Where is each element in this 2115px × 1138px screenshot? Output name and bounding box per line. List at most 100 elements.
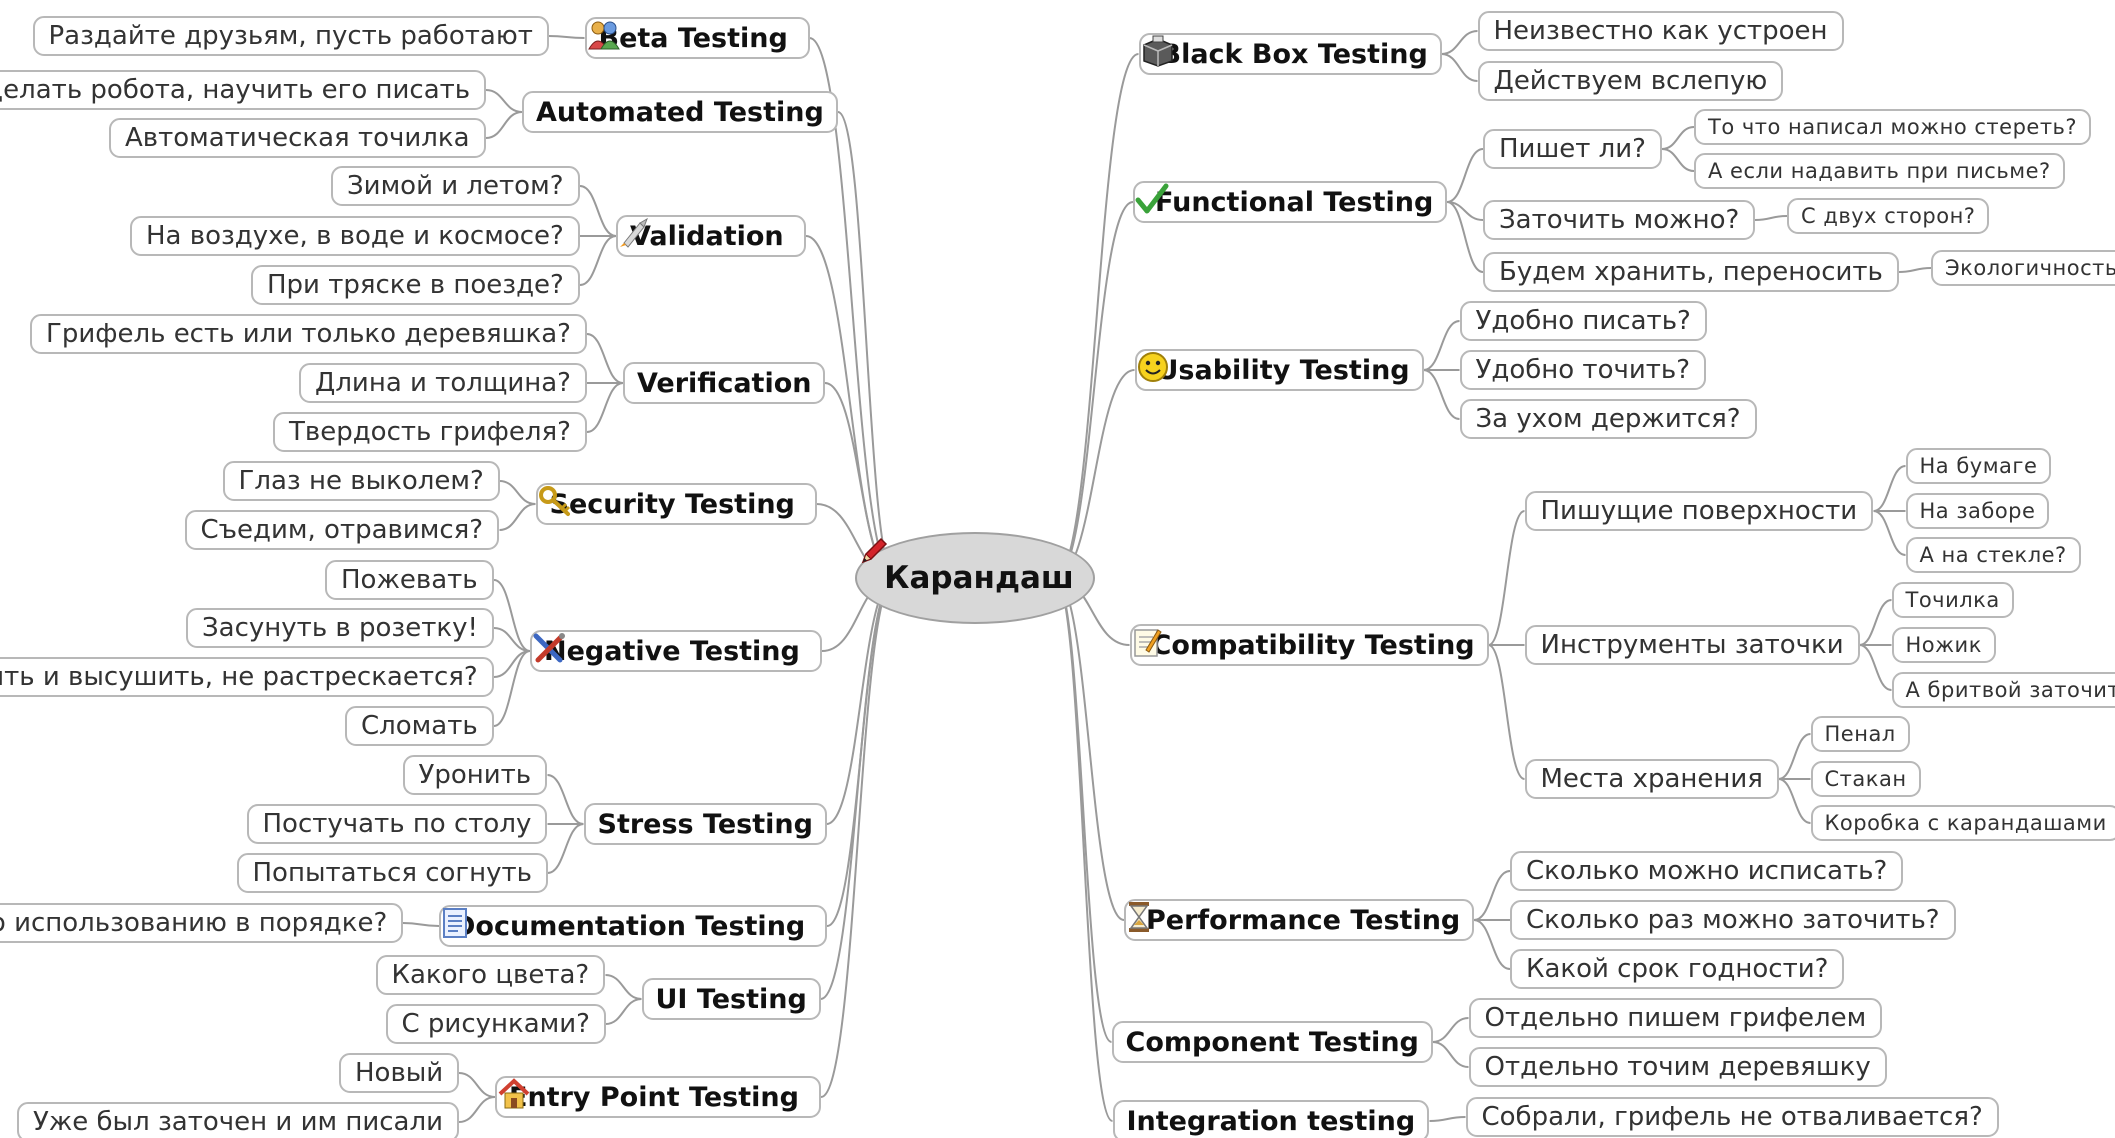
leaf-validation-1[interactable]: На воздухе, в воде и космосе? [130, 216, 580, 256]
leaf-compatibility-0[interactable]: Пишущие поверхности [1524, 491, 1874, 531]
connector-leaf-functional-2 [1446, 201, 1484, 273]
subleaf-compatibility-1-1[interactable]: Ножик [1891, 627, 1996, 663]
connector-leaf-performance-2 [1473, 919, 1511, 970]
branch-stress[interactable]: Stress Testing [583, 803, 827, 845]
leaf-validation-0-label: Зимой и летом? [347, 171, 564, 201]
leaf-documentation-0[interactable]: я по использованию в порядке? [0, 903, 404, 943]
branch-verification[interactable]: Verification [623, 362, 826, 404]
leaf-performance-2[interactable]: Какой срок годности? [1510, 949, 1845, 989]
branch-blackbox-label: Black Box Testing [1160, 38, 1428, 70]
leaf-stress-1[interactable]: Постучать по столу [246, 804, 548, 844]
branch-component[interactable]: Component Testing [1111, 1021, 1433, 1063]
leaf-security-0[interactable]: Глаз не выколем? [222, 461, 500, 501]
leaf-automated-0-label: Сделать робота, научить его писать [0, 75, 471, 105]
leaf-performance-1[interactable]: Сколько раз можно заточить? [1510, 900, 1956, 940]
leaf-beta-0[interactable]: Раздайте друзьям, пусть работают [32, 16, 549, 56]
branch-usability[interactable]: Usability Testing [1134, 349, 1424, 391]
leaf-performance-0[interactable]: Сколько можно исписать? [1510, 851, 1904, 891]
leaf-stress-0[interactable]: Уронить [402, 755, 548, 795]
connector-leaf-documentation-0 [402, 922, 440, 927]
leaf-entry-0[interactable]: Новый [339, 1053, 460, 1093]
branch-negative[interactable]: Negative Testing [530, 630, 822, 672]
branch-beta[interactable]: Beta Testing [584, 17, 810, 59]
branch-validation[interactable]: Validation [616, 215, 806, 257]
leaf-functional-0[interactable]: Пишет ли? [1483, 129, 1662, 169]
subleaf-compatibility-0-1[interactable]: На заборе [1905, 493, 2050, 529]
leaf-blackbox-1[interactable]: Действуем вслепую [1477, 61, 1784, 101]
branch-compatibility[interactable]: Compatibility Testing [1129, 624, 1489, 666]
leaf-validation-1-label: На воздухе, в воде и космосе? [146, 221, 564, 251]
subleaf-functional-1-0[interactable]: С двух сторон? [1787, 198, 1990, 234]
subleaf-compatibility-0-0[interactable]: На бумаге [1905, 448, 2052, 484]
leaf-compatibility-0-label: Пишущие поверхности [1540, 496, 1858, 526]
leaf-functional-0-label: Пишет ли? [1499, 134, 1646, 164]
leaf-validation-0[interactable]: Зимой и летом? [331, 166, 580, 206]
leaf-negative-0[interactable]: Пожевать [325, 560, 494, 600]
subleaf-compatibility-2-2-label: Коробка с карандашами [1824, 811, 2107, 835]
connector-component [1054, 577, 1113, 1043]
leaf-automated-1[interactable]: Автоматическая точилка [109, 118, 486, 158]
leaf-automated-0[interactable]: Сделать робота, научить его писать [0, 70, 487, 110]
leaf-component-1-label: Отдельно точим деревяшку [1484, 1052, 1871, 1082]
connector-subleaf-compatibility-0-0 [1873, 465, 1906, 512]
leaf-documentation-0-label: я по использованию в порядке? [0, 908, 388, 938]
subleaf-compatibility-2-0[interactable]: Пенал [1810, 716, 1910, 752]
root-node[interactable]: Карандаш [855, 532, 1095, 624]
branch-integration-label: Integration testing [1126, 1105, 1416, 1137]
leaf-security-0-label: Глаз не выколем? [238, 466, 484, 496]
branch-entry[interactable]: Entry Point Testing [495, 1076, 821, 1118]
subleaf-functional-0-0-label: То что написал можно стереть? [1708, 115, 2078, 139]
leaf-blackbox-0[interactable]: Неизвестно как устроен [1477, 11, 1844, 51]
branch-ui[interactable]: UI Testing [641, 978, 821, 1020]
branch-security-label: Security Testing [549, 488, 795, 520]
leaf-usability-1[interactable]: Удобно точить? [1459, 350, 1707, 390]
leaf-component-0[interactable]: Отдельно пишем грифелем [1468, 998, 1883, 1038]
leaf-validation-2[interactable]: При тряске в поезде? [251, 265, 580, 305]
leaf-component-1[interactable]: Отдельно точим деревяшку [1468, 1047, 1887, 1087]
subleaf-compatibility-1-2[interactable]: А бритвой заточите? [1891, 672, 2115, 708]
leaf-verification-1[interactable]: Длина и толщина? [299, 363, 587, 403]
leaf-entry-1[interactable]: Уже был заточен и им писали [17, 1102, 459, 1138]
connector-usability [1054, 369, 1135, 579]
leaf-usability-1-label: Удобно точить? [1475, 355, 1691, 385]
leaf-ui-1[interactable]: С рисунками? [385, 1004, 606, 1044]
leaf-verification-0[interactable]: Грифель есть или только деревяшка? [30, 314, 587, 354]
leaf-functional-1[interactable]: Заточить можно? [1483, 200, 1756, 240]
leaf-verification-2-label: Твердость грифеля? [289, 417, 571, 447]
branch-security[interactable]: Security Testing [535, 483, 817, 525]
leaf-verification-2[interactable]: Твердость грифеля? [273, 412, 587, 452]
subleaf-functional-0-1[interactable]: А если надавить при письме? [1694, 153, 2065, 189]
connector-leaf-negative-3 [493, 650, 531, 727]
subleaf-functional-2-0[interactable]: Экологичность в п [1931, 250, 2115, 286]
leaf-usability-2[interactable]: За ухом держится? [1459, 399, 1757, 439]
branch-blackbox[interactable]: Black Box Testing [1138, 33, 1442, 75]
leaf-functional-2[interactable]: Будем хранить, переносить [1483, 252, 1899, 292]
subleaf-compatibility-0-2[interactable]: А на стекле? [1905, 537, 2081, 573]
branch-functional[interactable]: Functional Testing [1133, 181, 1448, 223]
leaf-stress-2[interactable]: Попытаться согнуть [236, 853, 548, 893]
leaf-negative-3[interactable]: Сломать [345, 706, 494, 746]
branch-automated[interactable]: Automated Testing [522, 91, 838, 133]
connector-leaf-stress-0 [547, 774, 584, 825]
subleaf-compatibility-2-1[interactable]: Стакан [1810, 761, 1921, 797]
leaf-verification-1-label: Длина и толщина? [315, 368, 571, 398]
connector-leaf-performance-0 [1473, 870, 1511, 921]
connector-leaf-automated-0 [485, 89, 523, 113]
leaf-usability-0[interactable]: Удобно писать? [1459, 301, 1707, 341]
leaf-automated-1-label: Автоматическая точилка [125, 123, 470, 153]
leaf-compatibility-2[interactable]: Места хранения [1524, 759, 1779, 799]
leaf-negative-2[interactable]: очить и высушить, не растрескается? [0, 657, 494, 697]
branch-performance[interactable]: Performance Testing [1124, 899, 1475, 941]
leaf-security-1[interactable]: Съедим, отравимся? [184, 510, 500, 550]
subleaf-compatibility-1-0[interactable]: Точилка [1891, 582, 2014, 618]
subleaf-compatibility-0-0-label: На бумаге [1919, 454, 2038, 478]
subleaf-compatibility-2-2[interactable]: Коробка с карандашами [1810, 805, 2115, 841]
leaf-ui-0[interactable]: Какого цвета? [375, 955, 606, 995]
leaf-performance-1-label: Сколько раз можно заточить? [1526, 905, 1940, 935]
leaf-integration-0[interactable]: Собрали, грифель не отваливается? [1465, 1097, 1999, 1137]
subleaf-functional-0-0[interactable]: То что написал можно стереть? [1694, 109, 2092, 145]
leaf-negative-1[interactable]: Засунуть в розетку! [186, 608, 494, 648]
leaf-compatibility-1[interactable]: Инструменты заточки [1524, 625, 1860, 665]
branch-integration[interactable]: Integration testing [1112, 1100, 1430, 1138]
branch-documentation[interactable]: Documentation Testing [439, 905, 828, 947]
